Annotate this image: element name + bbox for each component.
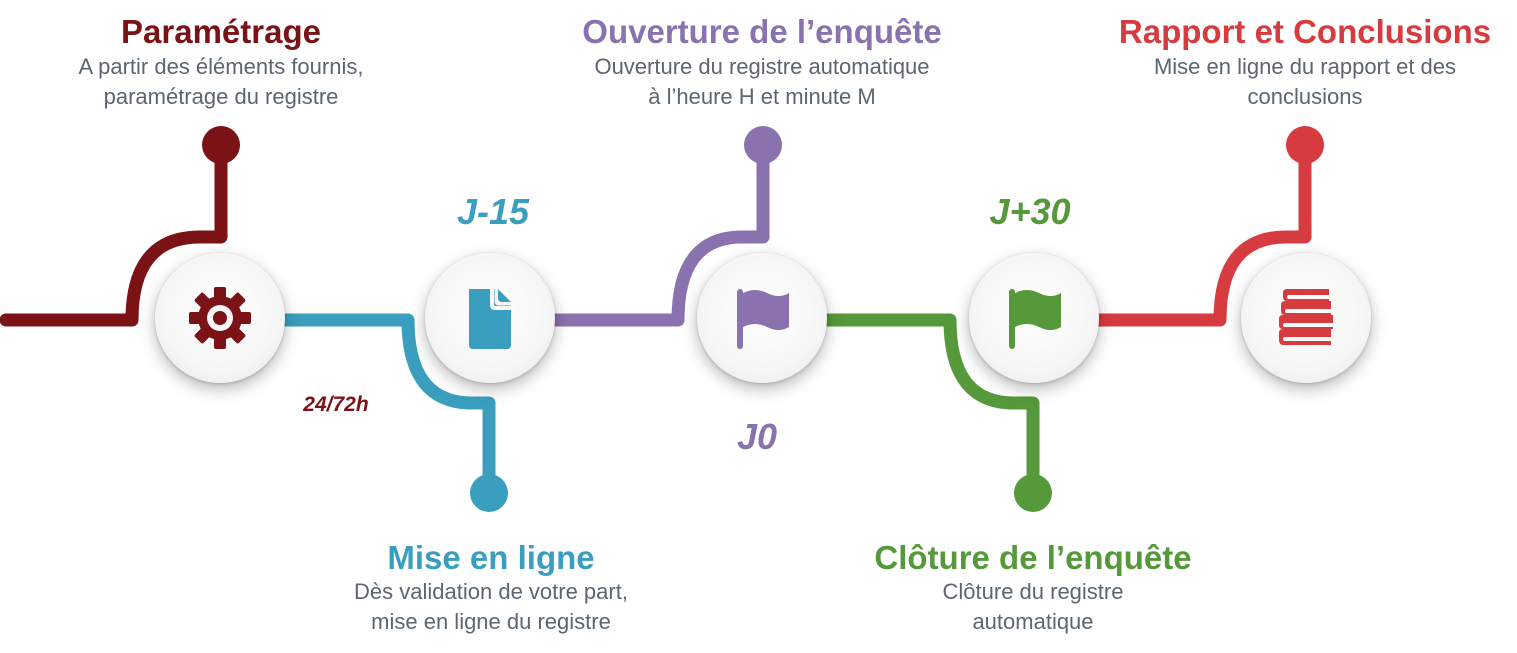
timing-j-30: J+30 bbox=[989, 191, 1071, 232]
node-mise-en-ligne bbox=[425, 253, 555, 383]
description-line: Mise en ligne du rapport et des bbox=[1153, 54, 1457, 79]
books-icon bbox=[1279, 289, 1333, 345]
pin-parametrage bbox=[202, 126, 240, 164]
step-title-rapport: Rapport et Conclusions bbox=[1118, 13, 1492, 50]
description-line: mise en ligne du registre bbox=[371, 609, 611, 634]
timing-j0: J0 bbox=[736, 416, 778, 457]
timing-j-15: J-15 bbox=[456, 191, 530, 232]
connector-cloture bbox=[821, 313, 1040, 500]
description-line: paramétrage du registre bbox=[103, 84, 339, 109]
step-description-parametrage: A partir des éléments fournis, paramétra… bbox=[79, 52, 364, 112]
step-title-parametrage: Paramétrage bbox=[121, 13, 321, 50]
timing-24-72h: 24/72h bbox=[303, 393, 369, 416]
description-line: A partir des éléments fournis, bbox=[78, 54, 364, 79]
step-description-ouverture: Ouverture du registre automatique à l’he… bbox=[594, 52, 929, 112]
flag-icon bbox=[737, 289, 789, 349]
node-rapport bbox=[1241, 253, 1371, 383]
description-line: conclusions bbox=[1247, 84, 1363, 109]
node-parametrage bbox=[155, 253, 285, 383]
pin-mise-en-ligne bbox=[470, 474, 508, 512]
connector-ouverture bbox=[549, 138, 770, 327]
pin-ouverture bbox=[744, 126, 782, 164]
node-ouverture bbox=[697, 253, 827, 383]
step-description-rapport: Mise en ligne du rapport et des conclusi… bbox=[1154, 52, 1456, 112]
pin-cloture bbox=[1014, 474, 1052, 512]
document-icon bbox=[469, 289, 511, 349]
step-title-ouverture: Ouverture de l’enquête bbox=[582, 13, 942, 50]
gear-icon bbox=[189, 287, 251, 349]
description-line: à l’heure H et minute M bbox=[648, 84, 876, 109]
description-line: automatique bbox=[972, 609, 1094, 634]
step-description-mise-en-ligne: Dès validation de votre part, mise en li… bbox=[354, 577, 628, 637]
connector-rapport bbox=[1091, 138, 1312, 327]
node-cloture bbox=[969, 253, 1099, 383]
step-title-cloture: Clôture de l’enquête bbox=[874, 539, 1192, 576]
pin-rapport bbox=[1286, 126, 1324, 164]
description-line: Dès validation de votre part, bbox=[354, 579, 628, 604]
connector-mise-en-ligne bbox=[279, 313, 496, 500]
description-line: Clôture du registre bbox=[942, 579, 1124, 604]
connector-parametrage bbox=[0, 138, 228, 327]
step-title-mise-en-ligne: Mise en ligne bbox=[387, 539, 595, 576]
description-line: Ouverture du registre automatique bbox=[594, 54, 930, 79]
flag-icon bbox=[1009, 289, 1061, 349]
step-description-cloture: Clôture du registre automatique bbox=[943, 577, 1124, 637]
